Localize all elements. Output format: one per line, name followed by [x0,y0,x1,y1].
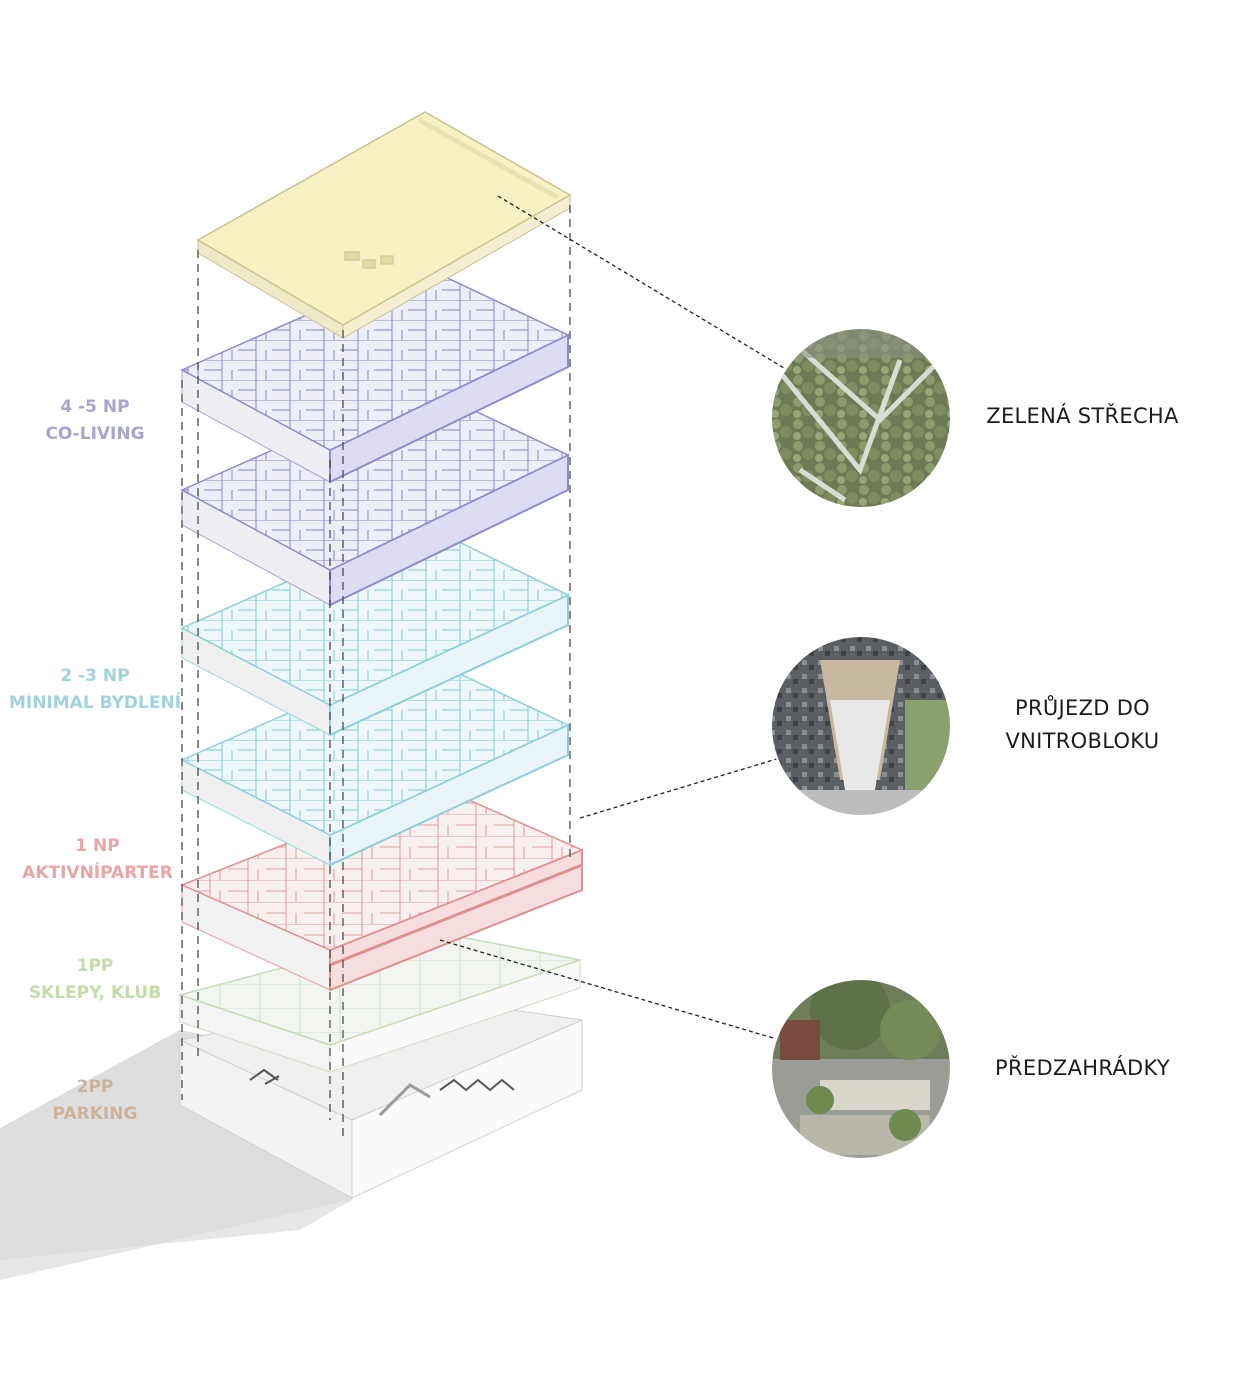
floor-1pp-sklepy [177,929,583,1073]
callout-label-roof: ZELENÁ STŘECHA [970,400,1195,433]
floor-2np-minimal [180,654,570,867]
floor-label-minimal: 2 -3 NP MINIMAL BYDLENÍ [5,663,185,717]
callout-line: ZELENÁ STŘECHA [986,404,1179,428]
floor-1np-parter [180,784,584,992]
dashed-guide-lines [181,205,571,1140]
floor-name: SKLEPY, KLUB [28,983,162,1003]
floor-label-sklepy: 1PP SKLEPY, KLUB [20,953,170,1007]
green-roof-slab [196,111,572,339]
floor-3np-minimal [180,522,570,737]
floor-name: CO-LIVING [45,424,145,444]
leader-lines [439,195,785,1041]
floor-level: 1PP [76,956,114,976]
callout-label-gardens: PŘEDZAHRÁDKY [980,1052,1185,1085]
floor-name: MINIMAL BYDLENÍ [8,693,182,713]
floor-name: PARKING [52,1104,138,1124]
floor-level: 2PP [76,1077,114,1097]
floor-label-coliving: 4 -5 NP CO-LIVING [30,394,160,448]
floor-level: 1 NP [75,836,120,856]
building-shadow-tail [0,1200,352,1280]
floor-name: AKTIVNÍPARTER [22,863,173,883]
floor-5np-coliving [180,264,570,484]
leader-passage [579,757,781,819]
floor-label-parter: 1 NP AKTIVNÍPARTER [15,833,180,887]
floor-label-parking: 2PP PARKING [30,1074,160,1128]
front-gardens-photo [771,979,951,1159]
floor-4np-coliving [180,384,570,607]
callout-label-passage: PRŮJEZD DO VNITROBLOKU [985,692,1180,758]
callout-line: PŘEDZAHRÁDKY [995,1056,1170,1080]
floor-level: 4 -5 NP [60,397,130,417]
leader-gardens [439,939,781,1041]
callout-line: PRŮJEZD DO [1014,696,1151,720]
floor-level: 2 -3 NP [60,666,130,686]
callout-line: VNITROBLOKU [1005,729,1160,753]
